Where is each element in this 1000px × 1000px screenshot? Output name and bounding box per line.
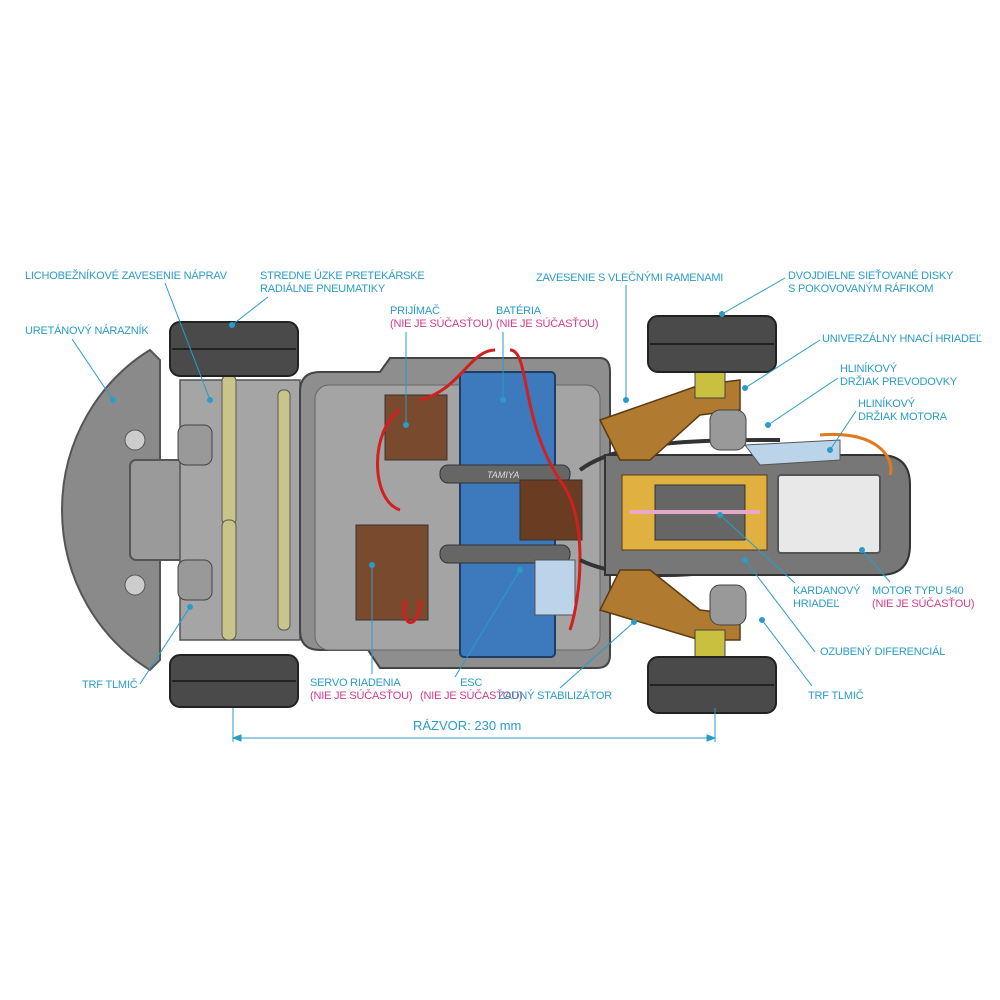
label-motor-mount-line1: HLINÍKOVÝ	[858, 398, 915, 410]
label-servo-name: SERVO RIADENIA	[310, 677, 401, 689]
rear-damper	[709, 584, 747, 626]
label-not-included: (NIE JE SÚČASŤOU)	[420, 690, 523, 702]
rear-tire	[647, 656, 777, 714]
bumper-mount	[124, 429, 146, 451]
esc-connector	[534, 559, 576, 616]
wire-red	[419, 348, 496, 402]
motor	[777, 474, 881, 554]
rear-tire	[647, 315, 777, 373]
label-gear-diff: OZUBENÝ DIFERENCIÁL	[820, 646, 946, 658]
label-not-included: (NIE JE SÚČASŤOU)	[872, 598, 975, 610]
wire-red	[376, 408, 422, 624]
steering-link	[221, 374, 237, 526]
leader-lines	[71, 277, 891, 689]
label-gearbox-mount-line1: HLINÍKOVÝ	[840, 363, 897, 375]
battery-logo: TAMIYA	[487, 470, 519, 480]
label-motor-mount: HLINÍKOVÝ DRŽIAK MOTORA	[858, 398, 947, 424]
battery-strap	[439, 544, 571, 564]
label-motor: MOTOR TYPU 540 (NIE JE SÚČASŤOU)	[872, 585, 975, 611]
label-propshaft: KARDANOVÝ HRIADEĽ	[793, 585, 860, 611]
label-receiver-name: PRIJÍMAČ	[390, 305, 440, 317]
label-gearbox-mount-line2: DRŽIAK PREVODOVKY	[840, 376, 958, 388]
label-trailing-arm: ZAVESENIE S VLEČNÝMI RAMENAMI	[536, 272, 724, 284]
label-not-included: (NIE JE SÚČASŤOU)	[496, 318, 599, 330]
label-battery-name: BATÉRIA	[496, 305, 541, 317]
esc	[519, 479, 583, 541]
label-motor-mount-line2: DRŽIAK MOTORA	[858, 411, 947, 423]
label-tires: STREDNE ÚZKE PRETEKÁRSKE RADIÁLNE PNEUMA…	[260, 270, 425, 296]
label-wheels: DVOJDIELNE SIEŤOVANÉ DISKY S POKOVOVANÝM…	[788, 270, 953, 296]
label-bumper: URETÁNOVÝ NÁRAZNÍK	[25, 325, 149, 337]
front-tire	[169, 654, 299, 708]
receiver	[384, 394, 448, 461]
label-battery: BATÉRIA (NIE JE SÚČASŤOU)	[496, 305, 599, 331]
label-receiver: PRIJÍMAČ (NIE JE SÚČASŤOU)	[390, 305, 493, 331]
battery-strap	[439, 464, 571, 484]
steering-servo	[355, 524, 429, 621]
label-gearbox-mount: HLINÍKOVÝ DRŽIAK PREVODOVKY	[840, 363, 957, 389]
wheelbase-dimension-line	[231, 708, 717, 742]
front-damper	[177, 424, 213, 466]
label-motor-name: MOTOR TYPU 540	[872, 585, 964, 597]
rear-hub-carrier	[694, 629, 726, 661]
steering-link	[221, 519, 237, 641]
rear-damper	[709, 409, 747, 451]
label-esc: ESC (NIE JE SÚČASŤOU)	[420, 677, 523, 703]
label-wheels-line1: DVOJDIELNE SIEŤOVANÉ DISKY	[788, 270, 954, 282]
label-tires-line2: RADIÁLNE PNEUMATIKY	[260, 283, 385, 295]
label-wheels-line2: S POKOVOVANÝM RÁFIKOM	[788, 283, 934, 295]
label-tires-line1: STREDNE ÚZKE PRETEKÁRSKE	[260, 270, 425, 282]
label-rear-stabilizer: ZADNÝ STABILIZÁTOR	[498, 690, 612, 702]
label-esc-name: ESC	[460, 677, 483, 689]
wire-red	[509, 348, 582, 631]
label-propshaft-line2: HRIADEĽ	[793, 598, 840, 610]
label-propshaft-line1: KARDANOVÝ	[793, 585, 861, 597]
steering-link	[277, 389, 291, 631]
label-front-damper: TRF TLMIČ	[82, 679, 138, 691]
label-not-included: (NIE JE SÚČASŤOU)	[390, 318, 493, 330]
label-driveshaft: UNIVERZÁLNY HNACÍ HRIADEĽ	[822, 333, 982, 345]
motor-mount	[744, 439, 841, 466]
label-not-included: (NIE JE SÚČASŤOU)	[310, 690, 413, 702]
bumper-mount	[124, 574, 146, 596]
front-tire	[169, 321, 299, 377]
label-servo: SERVO RIADENIA (NIE JE SÚČASŤOU)	[310, 677, 413, 703]
label-rear-damper: TRF TLMIČ	[808, 690, 864, 702]
label-double-wishbone: LICHOBEŽNÍKOVÉ ZAVESENIE NÁPRAV	[25, 270, 227, 282]
front-damper	[177, 559, 213, 601]
wheelbase-dimension: RÁZVOR: 230 mm	[413, 718, 522, 733]
wire-orange	[819, 432, 893, 476]
